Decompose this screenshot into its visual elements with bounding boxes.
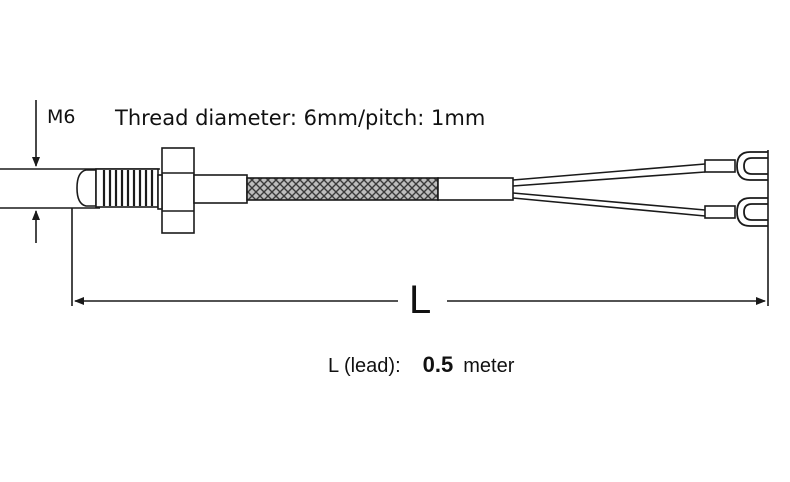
probe-sleeve xyxy=(193,174,248,204)
lead-length-caption: L (lead): 0.5 meter xyxy=(328,352,514,378)
hex-nut xyxy=(157,147,195,234)
length-dimension xyxy=(71,150,769,306)
lead-value: 0.5 xyxy=(422,352,454,377)
lead-prefix: L (lead): xyxy=(328,355,401,377)
lead-unit: meter xyxy=(463,355,515,377)
lead-sleeve xyxy=(437,177,514,201)
thread-section xyxy=(95,168,159,208)
split-wires xyxy=(512,163,706,217)
probe-tip xyxy=(76,169,97,207)
thread-size-label: M6 xyxy=(47,106,76,128)
braided-lead xyxy=(246,177,439,201)
thread-spec-label: Thread diameter: 6mm/pitch: 1mm xyxy=(115,106,486,130)
length-symbol: L xyxy=(409,278,432,322)
wire-crimps xyxy=(704,159,736,219)
spade-terminal-bottom xyxy=(736,197,768,227)
spade-terminal-top xyxy=(736,151,768,181)
